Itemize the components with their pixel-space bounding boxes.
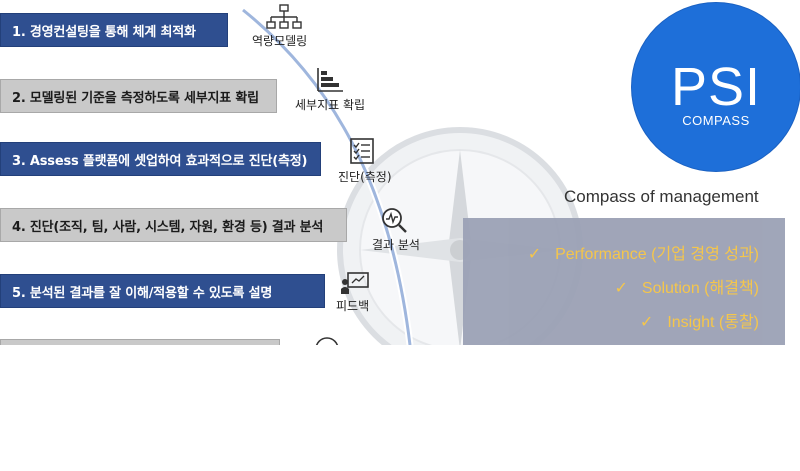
value-text-performance: Performance (기업 경영 성과)	[555, 246, 759, 263]
check-icon: ✓	[614, 280, 628, 297]
brand-tagline: Compass of management	[564, 187, 759, 206]
check-icon: ✓	[527, 246, 542, 263]
value-item-solution: ✓ Solution (해결책)	[615, 274, 760, 298]
step-bar-6	[0, 339, 280, 345]
step-label-2: 2. 모델링된 기준을 측정하도록 세부지표 확립	[12, 90, 259, 106]
magnifier-chart-icon	[382, 208, 407, 233]
presentation-icon	[341, 272, 369, 294]
value-item-performance: ✓ Performance (기업 경영 성과)	[528, 240, 759, 264]
brand-sub: COMPASS	[682, 113, 750, 128]
value-text-solution: Solution (해결책)	[641, 280, 759, 297]
step-bar-5: 5. 분석된 결과를 잘 이해/적용할 수 있도록 설명	[0, 274, 325, 308]
step-label-5: 5. 분석된 결과를 잘 이해/적용할 수 있도록 설명	[12, 285, 273, 301]
partial-icon	[315, 337, 339, 345]
step-bar-3: 3. Assess 플랫폼에 셋업하여 효과적으로 진단(측정)	[0, 142, 321, 176]
check-icon: ✓	[639, 314, 654, 331]
bar-list-icon	[317, 68, 343, 92]
psi-badge	[632, 3, 800, 171]
org-chart-icon	[266, 4, 302, 29]
step-label-3: 3. Assess 플랫폼에 셋업하여 효과적으로 진단(측정)	[12, 153, 308, 169]
brand-name: PSI	[670, 57, 762, 117]
icon-label-analysis: 결과 분석	[372, 238, 420, 252]
step-bar-4: 4. 진단(조직, 팀, 사람, 시스템, 자원, 환경 등) 결과 분석	[0, 208, 347, 242]
icon-label-indicators: 세부지표 확립	[295, 98, 366, 112]
value-text-insight: Insight (통찰)	[667, 314, 759, 331]
content-area: 1. 경영컨설팅을 통해 체계 최적화 2. 모델링된 기준을 측정하도록 세부…	[0, 3, 800, 345]
step-bar-1: 1. 경영컨설팅을 통해 체계 최적화	[0, 13, 228, 47]
icon-label-diagnosis: 진단(측정)	[338, 170, 392, 184]
checklist-icon	[350, 138, 374, 164]
value-item-insight: ✓ Insight (통찰)	[640, 308, 759, 332]
icon-label-modeling: 역량모델링	[252, 34, 308, 48]
values-panel: ✓Performance (기업 경영 성과) ✓Solution (해결책) …	[463, 218, 785, 345]
step-label-1: 1. 경영컨설팅을 통해 체계 최적화	[12, 24, 196, 40]
step-bar-2: 2. 모델링된 기준을 측정하도록 세부지표 확립	[0, 79, 277, 113]
step-label-4: 4. 진단(조직, 팀, 사람, 시스템, 자원, 환경 등) 결과 분석	[12, 219, 324, 235]
icon-label-feedback: 피드백	[336, 299, 370, 313]
